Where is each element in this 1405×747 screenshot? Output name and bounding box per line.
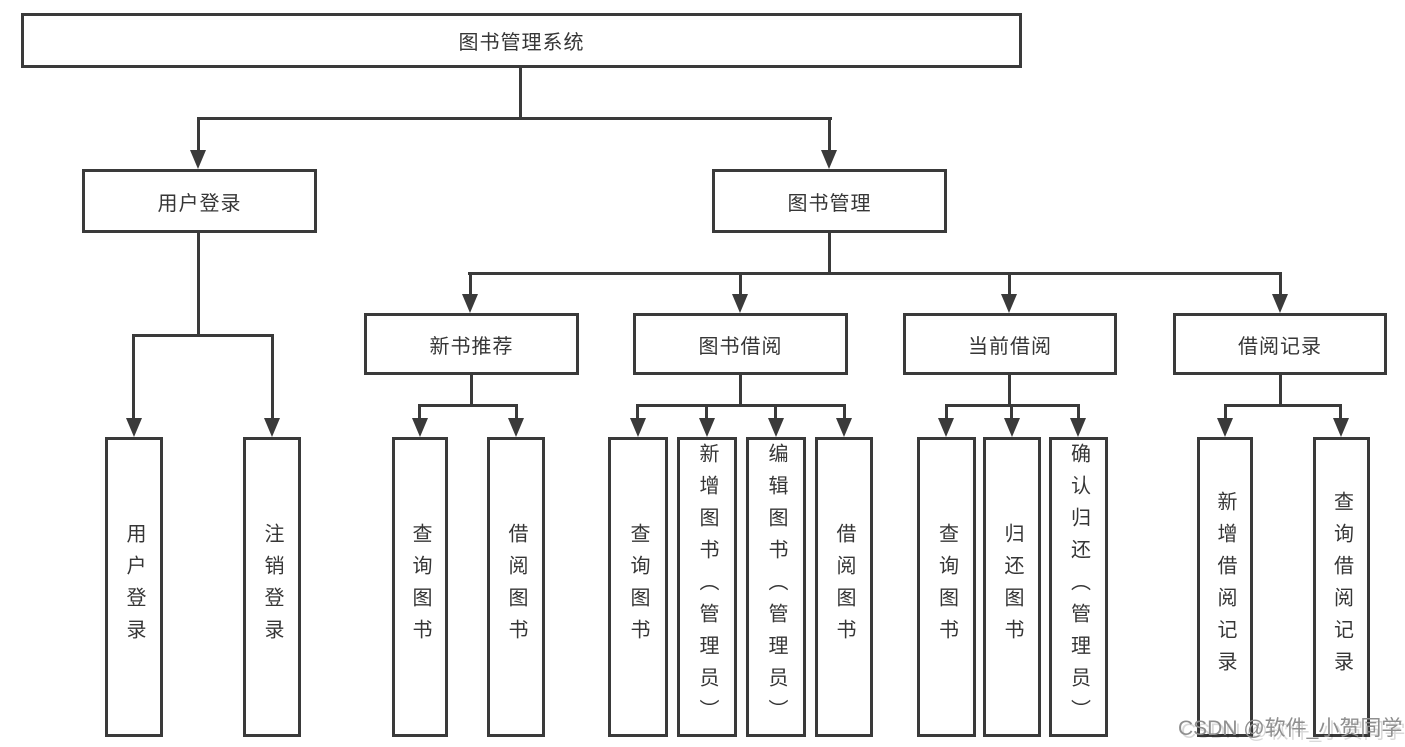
- connector-drop-user-login: [197, 117, 200, 152]
- arrowhead-records-add: [1217, 418, 1233, 437]
- csdn-watermark: CSDN @软件_小贺同学: [1178, 717, 1403, 740]
- node-user-login: 用户登录: [82, 169, 317, 233]
- connector-user-login-hline: [132, 334, 274, 337]
- arrowhead-borrowing-edit: [768, 418, 784, 437]
- node-library-management-system: 图书管理系统: [21, 13, 1022, 68]
- leaf-label: 查询图书: [935, 523, 958, 651]
- arrowhead-current-query: [938, 418, 954, 437]
- leaf-label: 查询图书: [409, 523, 431, 651]
- connector-drop-records-add: [1224, 404, 1227, 420]
- connector-drop-borrowing-borrow: [843, 404, 846, 420]
- connector-drop-borrowing-records: [1279, 272, 1282, 297]
- arrowhead-user-login: [190, 150, 206, 169]
- arrowhead-borrowing-records: [1272, 294, 1288, 313]
- connector-level2-hline: [468, 272, 1282, 275]
- arrowhead-new-book-recommendation: [462, 294, 478, 313]
- leaf-borrowing-add-book-admin: 新增图书（管理员）: [677, 437, 737, 737]
- node-borrowing-records: 借阅记录: [1173, 313, 1387, 375]
- connector-drop-borrowing-query: [636, 404, 639, 420]
- connector-drop-book-management: [828, 117, 831, 152]
- arrowhead-current-return: [1004, 418, 1020, 437]
- leaf-label: 注销登录: [261, 523, 283, 651]
- connector-recommend-stem: [470, 373, 473, 407]
- leaf-label: 借阅图书: [505, 523, 527, 651]
- leaf-current-return-books: 归还图书: [983, 437, 1041, 737]
- leaf-label: 查询借阅记录: [1330, 491, 1353, 683]
- connector-drop-current-return: [1010, 404, 1013, 420]
- leaf-user-login: 用户登录: [105, 437, 163, 737]
- leaf-label: 归还图书: [1001, 523, 1023, 651]
- leaf-label: 借阅图书: [833, 523, 855, 651]
- connector-drop-new-book-recommendation: [469, 272, 472, 297]
- node-book-management: 图书管理: [712, 169, 947, 233]
- leaf-borrowing-query-books: 查询图书: [608, 437, 668, 737]
- leaf-label: 确认归还（管理员）: [1067, 443, 1090, 731]
- connector-drop-book-borrowing: [739, 272, 742, 297]
- arrowhead-leaf-logout: [264, 418, 280, 437]
- arrowhead-recommend-borrow: [508, 418, 524, 437]
- arrowhead-borrowing-add: [699, 418, 715, 437]
- connector-user-login-stem: [197, 231, 200, 337]
- connector-drop-records-query: [1339, 404, 1342, 420]
- leaf-current-confirm-return-admin: 确认归还（管理员）: [1049, 437, 1108, 737]
- connector-borrowing-hline: [636, 404, 846, 407]
- connector-drop-leaf-logout: [271, 334, 274, 421]
- connector-root-stem: [519, 66, 522, 119]
- arrowhead-borrowing-borrow: [836, 418, 852, 437]
- arrowhead-current-confirm: [1070, 418, 1086, 437]
- node-new-book-recommendation: 新书推荐: [364, 313, 579, 375]
- leaf-label: 新增借阅记录: [1214, 491, 1236, 683]
- leaf-borrowing-edit-book-admin: 编辑图书（管理员）: [746, 437, 806, 737]
- leaf-label: 编辑图书（管理员）: [765, 443, 787, 731]
- connector-records-stem: [1279, 373, 1282, 407]
- connector-level1-hline: [197, 117, 832, 120]
- connector-drop-current-confirm: [1077, 404, 1080, 420]
- arrowhead-leaf-user-login: [126, 418, 142, 437]
- connector-drop-borrowing-add: [705, 404, 708, 420]
- connector-borrowing-stem: [739, 373, 742, 407]
- connector-book-management-stem: [828, 231, 831, 275]
- arrowhead-borrowing-query: [630, 418, 646, 437]
- connector-drop-current-query: [945, 404, 948, 420]
- connector-records-hline: [1224, 404, 1342, 407]
- connector-current-stem: [1008, 373, 1011, 407]
- leaf-current-query-books: 查询图书: [917, 437, 976, 737]
- leaf-label: 查询图书: [627, 523, 649, 651]
- leaf-label: 用户登录: [123, 523, 145, 651]
- connector-drop-borrowing-edit: [774, 404, 777, 420]
- leaf-borrowing-borrow-books: 借阅图书: [815, 437, 873, 737]
- arrowhead-recommend-query: [412, 418, 428, 437]
- leaf-records-add-borrow-record: 新增借阅记录: [1197, 437, 1253, 737]
- arrowhead-book-borrowing: [732, 294, 748, 313]
- leaf-recommend-borrow-books: 借阅图书: [487, 437, 545, 737]
- arrowhead-book-management: [821, 150, 837, 169]
- leaf-recommend-query-books: 查询图书: [392, 437, 448, 737]
- connector-drop-recommend-query: [418, 404, 421, 420]
- leaf-label: 新增图书（管理员）: [696, 443, 718, 731]
- arrowhead-records-query: [1333, 418, 1349, 437]
- leaf-logout: 注销登录: [243, 437, 301, 737]
- leaf-records-query-borrow-record: 查询借阅记录: [1313, 437, 1370, 737]
- node-current-borrowing: 当前借阅: [903, 313, 1117, 375]
- arrowhead-current-borrowing: [1001, 294, 1017, 313]
- connector-drop-leaf-user-login: [132, 334, 135, 421]
- connector-drop-current-borrowing: [1008, 272, 1011, 297]
- connector-recommend-hline: [418, 404, 518, 407]
- node-book-borrowing: 图书借阅: [633, 313, 848, 375]
- connector-drop-recommend-borrow: [515, 404, 518, 420]
